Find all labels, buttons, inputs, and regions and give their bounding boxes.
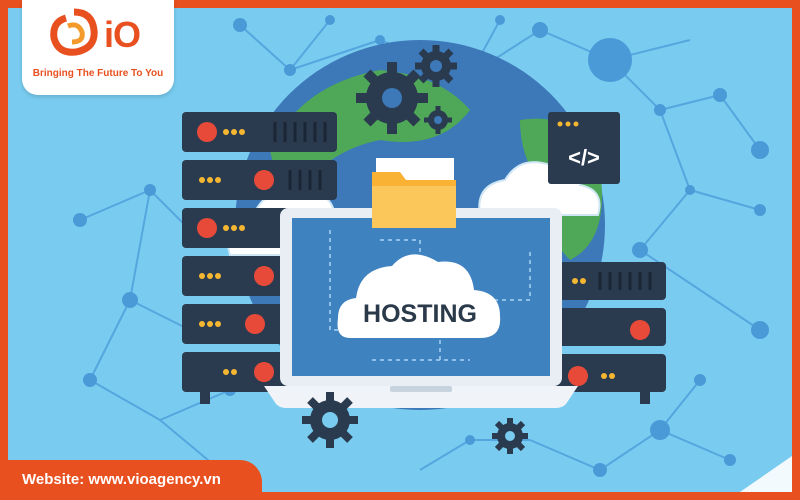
- gear-icon: [492, 418, 528, 454]
- logo-swirl-icon: [50, 8, 98, 56]
- folder-icon: [372, 158, 456, 228]
- website-url[interactable]: Website: www.vioagency.vn: [22, 471, 221, 488]
- gear-icon: [302, 392, 358, 448]
- network-nodes: [73, 15, 769, 477]
- brand-logo-card[interactable]: iO Bringing The Future To You: [22, 0, 174, 95]
- gear-icon: [356, 62, 428, 134]
- cloud-icon: [337, 254, 501, 338]
- code-symbol: </>: [568, 145, 600, 170]
- code-window-icon: </>: [548, 112, 620, 184]
- server-rack-icon: [540, 262, 666, 404]
- laptop-icon: HOSTING: [264, 208, 578, 408]
- website-bar[interactable]: Website: www.vioagency.vn: [0, 460, 262, 500]
- gear-icon: [415, 45, 457, 87]
- brand-tagline: Bringing The Future To You: [32, 68, 164, 79]
- bottom-right-accent: [740, 456, 792, 492]
- gear-icon: [424, 106, 452, 134]
- hosting-label: HOSTING: [363, 300, 477, 328]
- brand-name: iO: [104, 14, 141, 55]
